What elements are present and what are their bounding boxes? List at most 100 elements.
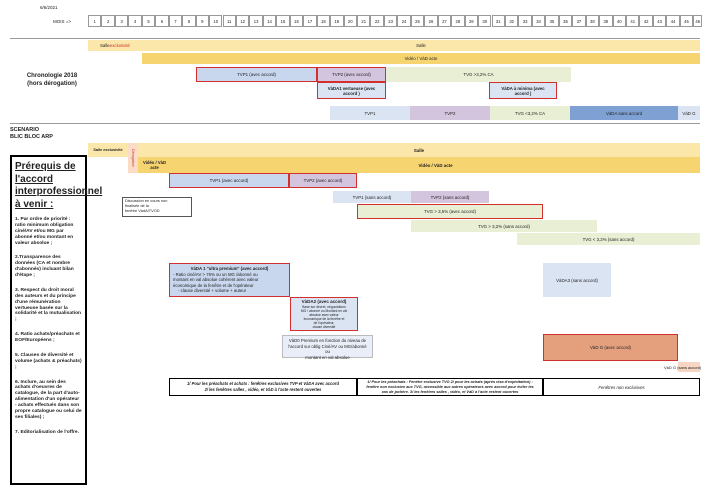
month-cell: 4 — [128, 15, 142, 27]
month-cell: 11 — [222, 15, 236, 27]
vad0-line2: l'accord sur oblig Ciné/AV ou MG/abonné … — [288, 343, 367, 355]
vadg-avec-label: VàD G (avec accord) — [590, 345, 631, 350]
month-cell: 18 — [316, 15, 331, 27]
prerequis-item-1: 1. Par ordre de priorité : ratio minimum… — [15, 217, 74, 246]
month-cell: 14 — [262, 15, 277, 27]
chrono-vada1-line2: accord ) — [343, 90, 360, 96]
scen-tvp2-sans-label: TVP2 (sans accord) — [430, 194, 470, 200]
month-cell: 43 — [652, 15, 667, 27]
scen-tvp2-avec-accord: TVP2 (avec accord) — [289, 173, 357, 188]
month-cell: 6 — [155, 15, 169, 27]
note2-line2: fenêtre non exclusive aux TVG, accessibl… — [366, 384, 534, 389]
scen-salle-exclusivite: Salle exclusivité — [88, 143, 128, 157]
chronologie-title-line2: (hors dérogation) — [27, 81, 77, 88]
month-cell: 35 — [545, 15, 559, 27]
chrono-vada-minima-line1: VàDA à minima (avec — [501, 85, 545, 91]
month-cell: 32 — [504, 15, 519, 27]
separator-middle — [10, 123, 700, 124]
prerequis-item-3: 3. Respect du droit moral des auteurs et… — [15, 287, 82, 323]
chrono-tvg-label: TVG >3,2% CA — [463, 72, 494, 77]
vada2-line1: Base sur décret, négociations — [302, 304, 346, 309]
chrono-vada-minima-line2: accord ) — [514, 90, 532, 96]
chrono-tvp2-avec-accord: TVP2 (avec accord) — [317, 67, 386, 82]
month-cell: 45 — [679, 15, 694, 27]
month-cell: 34 — [531, 15, 546, 27]
vada2-title: VàDA2 (avec accord) — [301, 299, 347, 304]
discussion-line2: finalisée de la — [125, 202, 149, 208]
scenario-title-line2: BLIC BLOC ARP — [10, 134, 53, 141]
prerequis-item-4: 4. Ratio achats/préachats et EOF/Europée… — [15, 332, 80, 343]
month-cell: 28 — [451, 15, 465, 27]
chrono-salle-exclu-prefix: Salle — [99, 43, 110, 48]
mois-label: MOIS => — [53, 19, 72, 24]
note-box-2: 1/ Pour les préachats : Fenêtre exclusiv… — [357, 378, 543, 396]
scen-tvp1-avec-label: TVP1 (avec accord) — [209, 178, 249, 183]
chrono-vada1-vertueuse: VàDA1 vertueuse (avec accord ) — [317, 82, 386, 99]
vadg-sans-label: VàD G (sans accord) — [664, 364, 702, 370]
chrono-vod-label: Vidéo / VàD acte — [404, 56, 438, 61]
chronologie-title: Chronologie 2018 (hors dérogation) — [12, 72, 92, 88]
note1-line2: 2/ les fenêtres salles , vidéo, et VàD à… — [204, 386, 322, 392]
note-box-1: 1/ Pour les préachats et achats : fenêtr… — [169, 378, 357, 396]
month-cell: 7 — [168, 15, 183, 27]
scen-vod-short: Vidéo / VàD acte — [138, 157, 171, 173]
month-cell: 27 — [437, 15, 452, 27]
note2-line3: cas de jachère. 3/ les fenêtres salles ,… — [381, 389, 519, 394]
scen-vadg-avec-accord: VàD G (avec accord) — [543, 334, 678, 361]
scen-derogation-label: Dérogation — [131, 149, 135, 167]
month-cell: 10 — [209, 15, 223, 27]
month-cell: 26 — [424, 15, 438, 27]
scen-salle-bar: Salle — [138, 143, 700, 157]
chrono-row-vadg-label: VàD G — [682, 110, 696, 116]
scen-vod-short-line1: Vidéo / VàD — [143, 160, 166, 165]
note2-line1: 1/ Pour les préachats : Fenêtre exclusiv… — [367, 380, 533, 384]
chrono-row-vadg: VàD G — [678, 106, 700, 120]
month-cell: 20 — [343, 15, 357, 27]
prerequis-item-6: 6. Inclure, au sein des achats d'oeuvres… — [15, 379, 82, 420]
month-cell: 24 — [397, 15, 411, 27]
month-cell: 33 — [518, 15, 532, 27]
vada2-line4: économique de la fenêtre et — [303, 316, 345, 321]
scen-vod-label: Vidéo / VàD acte — [418, 162, 453, 168]
month-cell: 31 — [491, 15, 505, 27]
prerequis-title-line1: Prérequis de — [15, 161, 76, 172]
scen-vod-bar: Vidéo / VàD acte — [171, 157, 700, 173]
vada1-line1: - Ratio ciné/AV > 75% ou un MG /abonné o… — [173, 271, 258, 277]
month-cell: 46 — [693, 15, 703, 27]
scen-tvg-35-avec-accord: TVG > 3,5% (avec accord) — [357, 204, 543, 219]
discussion-line1: Discussion en cours non — [125, 198, 168, 203]
chrono-row-vada-label: VàDA sans accord — [605, 110, 643, 116]
month-cell: 2 — [101, 15, 115, 27]
scen-discussion-note: Discussion en cours non finalisée de la … — [122, 197, 192, 217]
scen-tvg-32-sans-accord: TVG > 3,2% (sans accord) — [411, 220, 597, 232]
chrono-row-tvg: TVG <3,2% CA — [490, 106, 570, 120]
month-cell: 23 — [383, 15, 398, 27]
month-cell: 5 — [141, 15, 156, 27]
vada3-label: VàDA3 (sans accord) — [556, 277, 598, 283]
month-cell: 16 — [289, 15, 304, 27]
scen-vada3-sans-accord: VàDA3 (sans accord) — [543, 263, 611, 297]
chrono-salle-exclusivite: Salle exclusivité — [88, 40, 142, 51]
prerequis-item-2: 2.Transparence des données (CA et nombre… — [15, 255, 74, 278]
month-cell: 22 — [370, 15, 384, 27]
chrono-tvg-bar: TVG >3,2% CA — [386, 67, 571, 82]
scen-tvg-32-label: TVG > 3,2% (sans accord) — [478, 223, 530, 229]
scen-tvg-35-label: TVG > 3,5% (avec accord) — [424, 209, 476, 214]
chrono-vada1-line1: VàDA1 vertueuse (avec — [327, 85, 376, 91]
scenario-title-line1: SCENARIO — [10, 127, 40, 133]
chrono-row-tvp1: TVP1 — [330, 106, 410, 120]
chrono-tvp1-label: TVP1 (avec accord) — [237, 72, 276, 77]
month-cell: 38 — [585, 15, 600, 27]
vada1-line4: - clause diversité + volume + auteur — [178, 288, 247, 294]
month-cell: 42 — [639, 15, 653, 27]
chrono-salle-exclu-suffix: exclusivité — [109, 43, 131, 48]
scen-derogation: Dérogation — [128, 143, 138, 173]
scen-vadg-sans-accord: VàD G (sans accord) — [664, 362, 701, 372]
scen-tvp1-sans-label: TVP1 (sans accord) — [352, 194, 392, 200]
vad0-line1: VàD0 Premium en fonction du niveau de — [288, 338, 367, 343]
prerequis-title-line4: à venir : — [15, 198, 54, 210]
prerequis-box: Prérequis de l'accord interprofessionnel… — [10, 155, 102, 485]
chrono-salle-bar: Salle — [142, 40, 700, 51]
scen-salle-exclu-label: Salle exclusivité — [93, 148, 123, 152]
month-cell: 37 — [572, 15, 586, 27]
